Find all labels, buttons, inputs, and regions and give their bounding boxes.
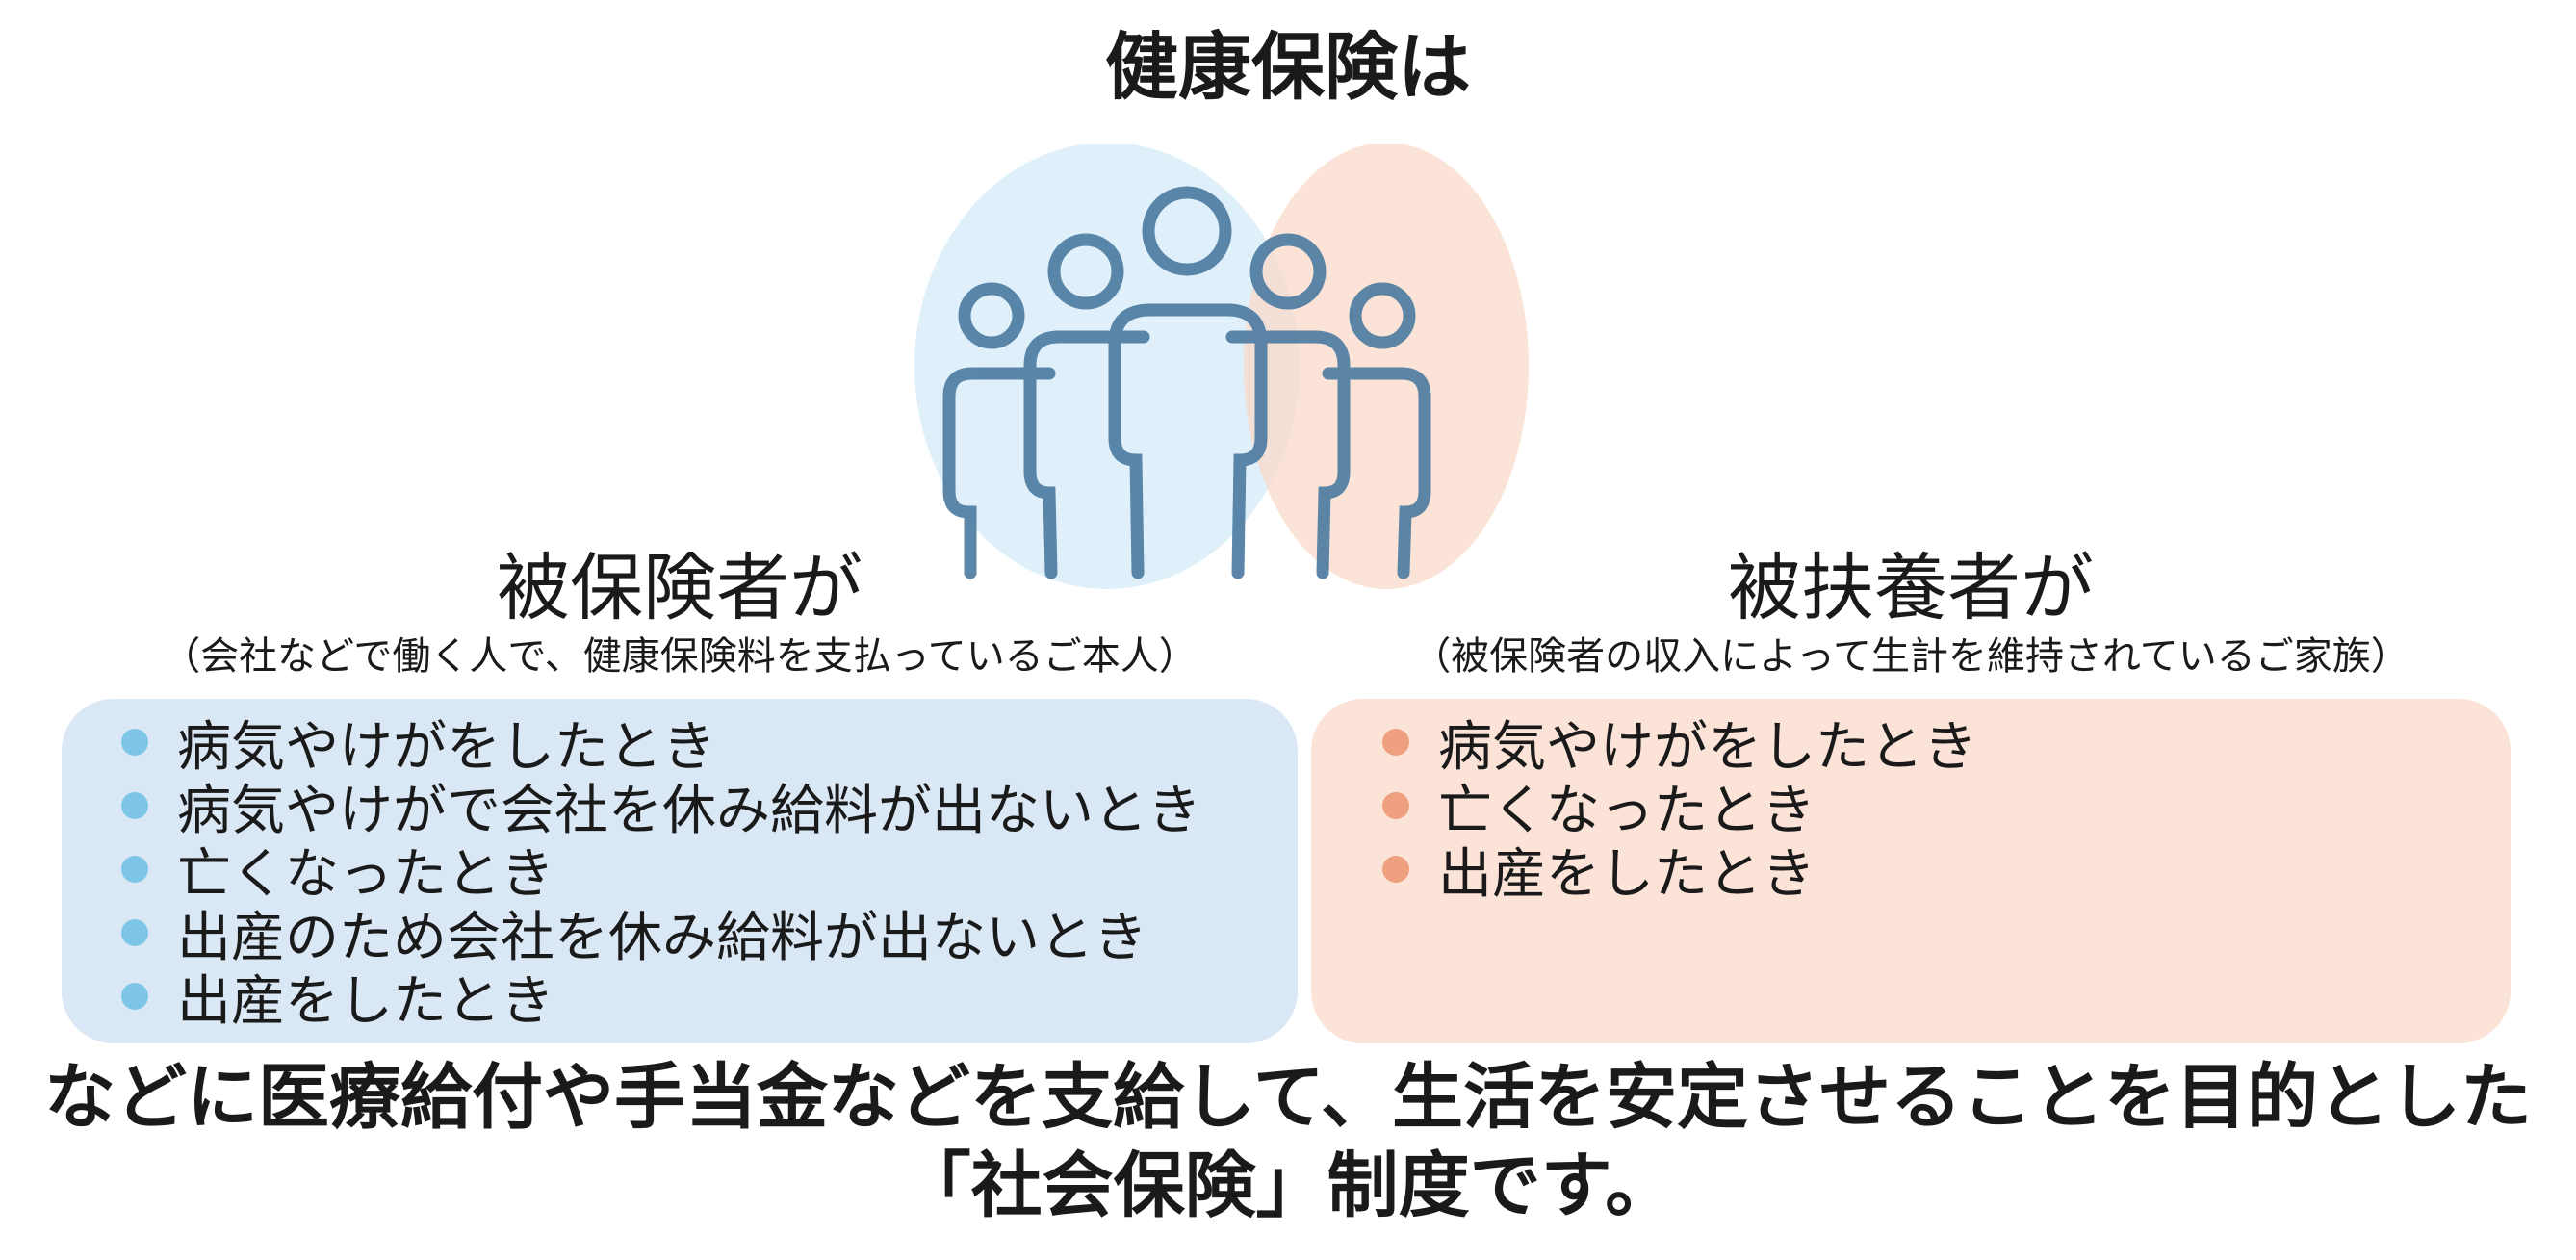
footer-line-2: 「社会保険」制度です。 [899,1144,1677,1227]
bullet-icon [1382,729,1409,756]
dependent-heading: 被扶養者が [1728,545,2094,630]
insured-heading: 被保険者が [497,545,863,630]
bullet-icon [121,856,148,883]
insured-box: 病気やけがをしたとき 病気やけがで会社を休み給料が出ないとき 亡くなったとき 出… [62,699,1298,1043]
list-item: 病気やけがをしたとき [1382,710,1977,779]
list-item: 出産のため会社を休み給料が出ないとき [121,901,1201,969]
list-item: 亡くなったとき [121,837,1201,906]
dependent-ellipse [1244,142,1529,589]
list-item: 病気やけがで会社を休み給料が出ないとき [121,774,1201,842]
list-item: 亡くなったとき [1382,774,1977,842]
people-illustration [905,142,1540,606]
footer-line-1: などに医療給付や手当金などを支給して、生活を安定させることを目的とした [43,1056,2533,1139]
dependent-list: 病気やけがをしたとき 亡くなったとき 出産をしたとき [1382,710,1977,906]
insured-list: 病気やけがをしたとき 病気やけがで会社を休み給料が出ないとき 亡くなったとき 出… [121,710,1201,1033]
diagram-title: 健康保険は [1105,24,1471,110]
bullet-icon [1382,792,1409,819]
list-item: 病気やけがをしたとき [121,710,1201,779]
bullet-icon [121,919,148,946]
people-group-icon [914,142,1529,589]
bullet-icon [1382,856,1409,883]
dependent-note: （被保険者の収入によって生計を維持されているご家族） [1412,634,2409,679]
insured-note: （会社などで働く人で、健康保険料を支払っているご本人） [162,634,1198,679]
bullet-icon [121,983,148,1010]
bullet-icon [121,729,148,756]
list-item: 出産をしたとき [121,964,1201,1033]
dependent-box: 病気やけがをしたとき 亡くなったとき 出産をしたとき [1311,699,2511,1043]
insured-ellipse [914,142,1300,589]
list-item: 出産をしたとき [1382,837,1977,906]
bullet-icon [121,792,148,819]
